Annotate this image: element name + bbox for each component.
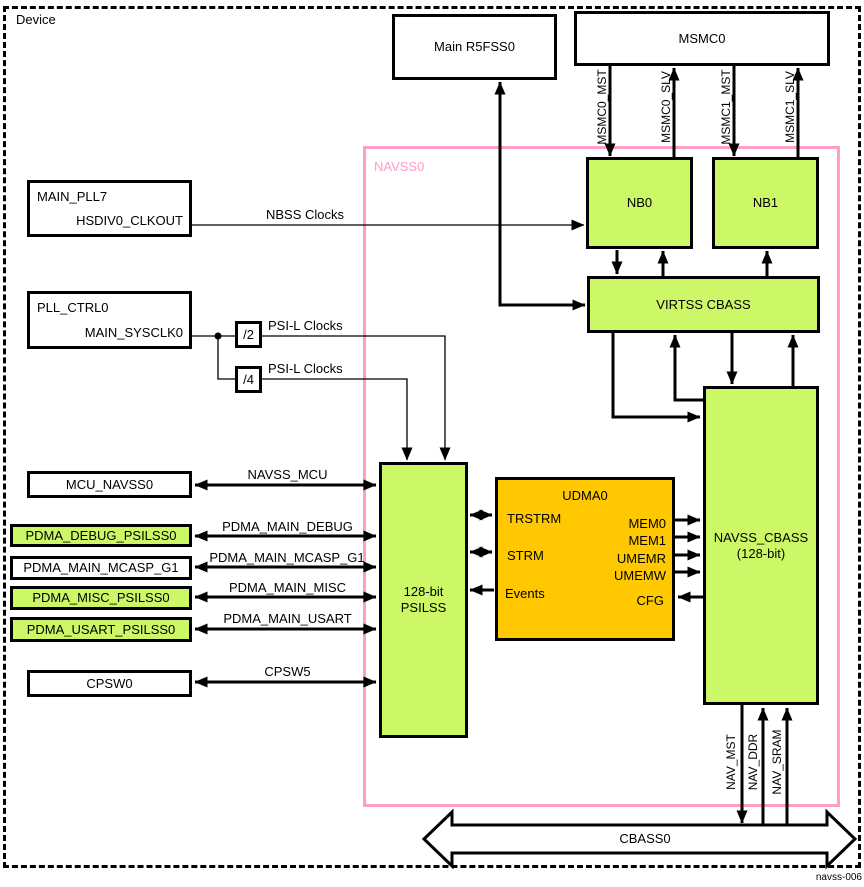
device-title: Device — [16, 12, 56, 27]
block-div4-label: /4 — [243, 371, 254, 387]
block-psilss-label: 128-bit — [403, 584, 444, 599]
navss-mcu-label: NAVSS_MCU — [247, 467, 328, 482]
figure-id-label: navss-006 — [815, 872, 862, 883]
block-pdma-main-mcasp-g1: PDMA_MAIN_MCASP_G1 — [10, 556, 192, 580]
block-udma0-title: UDMA0 — [562, 488, 608, 503]
block-navss-cbass: NAVSS_CBASS (128-bit) — [703, 386, 819, 705]
udma0-port-umemr: UMEMR — [616, 551, 666, 566]
udma0-port-mem1: MEM1 — [628, 533, 666, 548]
block-mcu-navss0-label: MCU_NAVSS0 — [65, 476, 154, 492]
block-pll-ctrl0-label: PLL_CTRL0 — [37, 300, 109, 315]
nav-mst-label: NAV_MST — [724, 734, 738, 790]
block-main-pll7-label: MAIN_PLL7 — [37, 189, 108, 204]
psil-clocks-div4-label: PSI-L Clocks — [268, 361, 343, 376]
block-cpsw0: CPSW0 — [27, 670, 192, 697]
block-div2-label: /2 — [243, 326, 254, 342]
pdma-main-debug-label: PDMA_MAIN_DEBUG — [222, 519, 353, 534]
block-div2: /2 — [235, 321, 262, 348]
block-main-r5fss0-label: Main R5FSS0 — [434, 39, 515, 54]
pdma-main-mcasp-g1-label: PDMA_MAIN_MCASP_G1 — [209, 550, 365, 565]
block-pdma-misc-psilss0: PDMA_MISC_PSILSS0 — [10, 586, 192, 610]
psil-clocks-div2-label: PSI-L Clocks — [268, 318, 343, 333]
block-main-r5fss0: Main R5FSS0 — [392, 14, 557, 80]
block-virtss-cbass-label: VIRTSS CBASS — [656, 296, 751, 312]
block-msmc0: MSMC0 — [574, 11, 830, 66]
block-psilss: 128-bit PSILSS — [379, 462, 468, 738]
msmc0-mst-label: MSMC0_MST — [595, 69, 609, 145]
cbass0-label: CBASS0 — [619, 831, 671, 846]
pdma-main-usart-label: PDMA_MAIN_USART — [223, 611, 352, 626]
block-nb0: NB0 — [586, 157, 693, 249]
nav-ddr-label: NAV_DDR — [746, 733, 760, 791]
nbss-clocks-label: NBSS Clocks — [265, 207, 345, 222]
block-navss-cbass-label: NAVSS_CBASS — [713, 529, 809, 545]
block-pdma-usart-psilss0: PDMA_USART_PSILSS0 — [10, 617, 192, 642]
block-pdma-debug-psilss0-label: PDMA_DEBUG_PSILSS0 — [25, 527, 177, 543]
navss0-frame-label: NAVSS0 — [374, 159, 425, 174]
block-virtss-cbass: VIRTSS CBASS — [587, 276, 820, 333]
block-nb0-label: NB0 — [626, 195, 653, 210]
udma0-port-events: Events — [505, 586, 545, 601]
udma0-port-mem0: MEM0 — [628, 516, 666, 531]
block-cpsw0-label: CPSW0 — [86, 675, 133, 691]
msmc1-mst-label: MSMC1_MST — [719, 69, 733, 145]
udma0-port-trstrm: TRSTRM — [507, 511, 562, 526]
block-pll-ctrl0: PLL_CTRL0 MAIN_SYSCLK0 — [27, 291, 192, 349]
block-div4: /4 — [235, 366, 262, 393]
msmc1-slv-label: MSMC1_SLV — [783, 71, 797, 143]
block-pll-ctrl0-output-label: MAIN_SYSCLK0 — [84, 325, 183, 340]
pdma-main-misc-label: PDMA_MAIN_MISC — [228, 580, 347, 595]
block-main-pll7-output-label: HSDIV0_CLKOUT — [76, 213, 183, 228]
block-msmc0-label: MSMC0 — [678, 30, 726, 46]
cpsw5-label: CPSW5 — [264, 664, 311, 679]
block-udma0: UDMA0 TRSTRM STRM Events MEM0 MEM1 UMEMR… — [495, 477, 675, 641]
nav-sram-label: NAV_SRAM — [770, 729, 784, 795]
block-nb1-label: NB1 — [752, 195, 779, 210]
block-navss-cbass-sublabel: (128-bit) — [736, 545, 786, 561]
udma0-port-umemw: UMEMW — [614, 568, 666, 583]
msmc0-slv-label: MSMC0_SLV — [659, 71, 673, 143]
navss0-frame — [363, 146, 840, 807]
block-mcu-navss0: MCU_NAVSS0 — [27, 471, 192, 498]
udma0-port-strm: STRM — [507, 548, 544, 563]
block-main-pll7: MAIN_PLL7 HSDIV0_CLKOUT — [27, 180, 192, 237]
block-pdma-usart-psilss0-label: PDMA_USART_PSILSS0 — [26, 621, 176, 637]
block-psilss-sublabel: PSILSS — [400, 600, 447, 615]
block-nb1: NB1 — [712, 157, 819, 249]
block-pdma-misc-psilss0-label: PDMA_MISC_PSILSS0 — [32, 590, 170, 605]
block-pdma-debug-psilss0: PDMA_DEBUG_PSILSS0 — [10, 524, 192, 547]
udma0-port-cfg: CFG — [636, 593, 664, 608]
block-pdma-main-mcasp-g1-label: PDMA_MAIN_MCASP_G1 — [23, 560, 179, 575]
